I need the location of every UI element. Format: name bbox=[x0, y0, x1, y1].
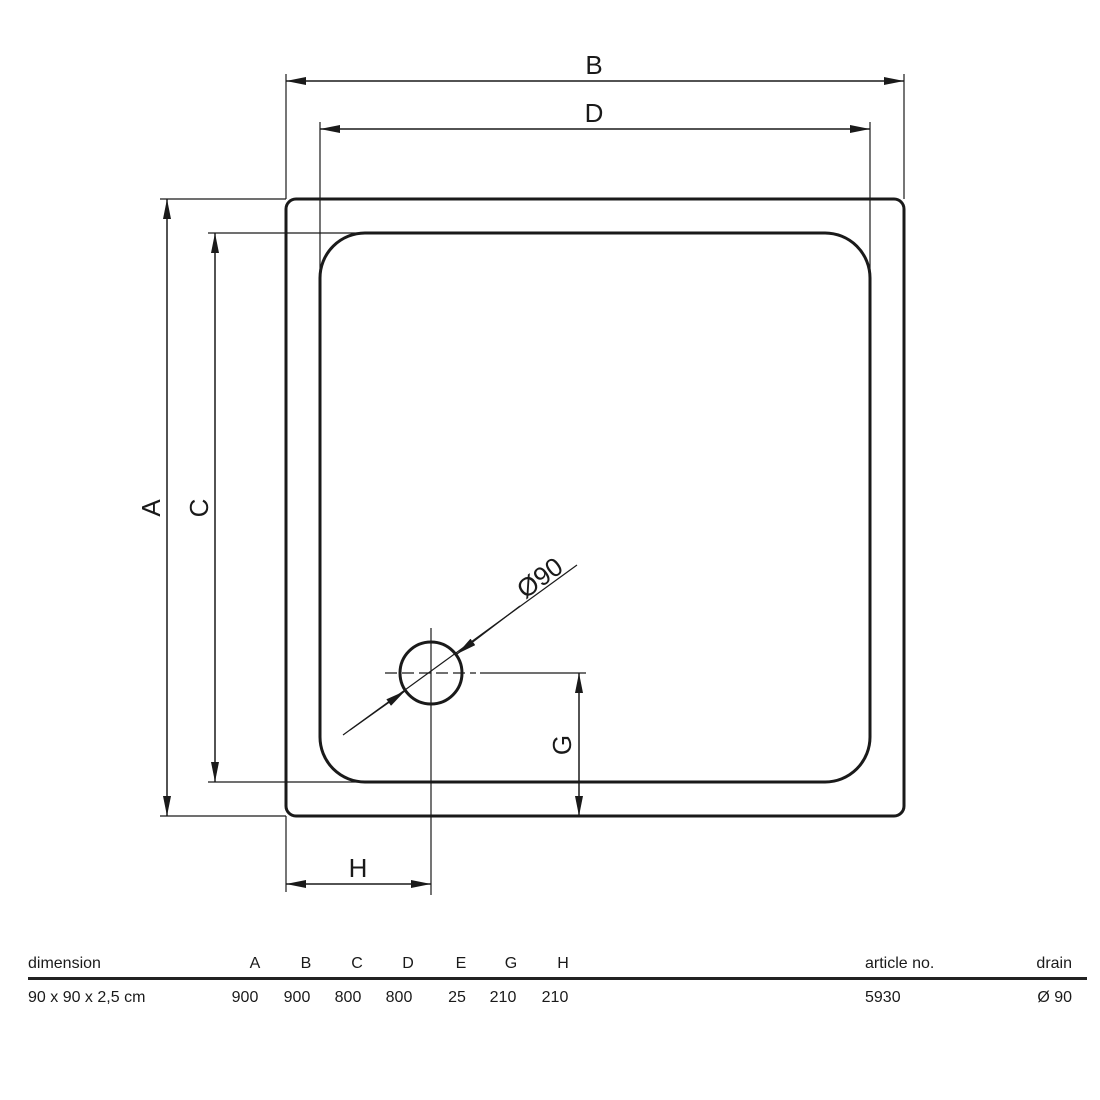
header-g: G bbox=[504, 955, 518, 972]
header-d: D bbox=[402, 955, 414, 972]
label-c: C bbox=[184, 499, 214, 518]
cell-e: 25 bbox=[448, 989, 466, 1006]
header-h: H bbox=[557, 955, 569, 972]
cell-h: 210 bbox=[541, 989, 569, 1006]
label-g: G bbox=[547, 735, 577, 755]
extension-lines bbox=[160, 74, 905, 892]
header-drain: drain bbox=[1036, 955, 1072, 972]
label-a: A bbox=[136, 499, 166, 517]
cell-dimension: 90 x 90 x 2,5 cm bbox=[28, 989, 146, 1006]
header-b: B bbox=[300, 955, 312, 972]
drain-centerlines bbox=[385, 628, 476, 895]
cell-b: 900 bbox=[283, 989, 311, 1006]
header-dimension: dimension bbox=[28, 955, 101, 972]
label-d: D bbox=[585, 98, 604, 128]
cell-g: 210 bbox=[489, 989, 517, 1006]
label-h: H bbox=[349, 853, 368, 883]
cell-a: 900 bbox=[231, 989, 259, 1006]
label-b: B bbox=[585, 50, 602, 80]
cell-article: 5930 bbox=[865, 989, 901, 1006]
shower-tray-drawing: B D A C G H Ø90 bbox=[136, 50, 906, 895]
cell-c: 800 bbox=[334, 989, 362, 1006]
tray-inner-outline bbox=[318, 231, 872, 784]
tray-outer-outline bbox=[284, 197, 906, 818]
header-e: E bbox=[455, 955, 467, 972]
header-c: C bbox=[351, 955, 363, 972]
label-drain-diameter: Ø90 bbox=[511, 551, 568, 604]
header-a: A bbox=[249, 955, 261, 972]
table-divider bbox=[28, 977, 1087, 980]
header-article: article no. bbox=[865, 955, 935, 972]
cell-d: 800 bbox=[385, 989, 413, 1006]
cell-drain: Ø 90 bbox=[1037, 989, 1072, 1006]
